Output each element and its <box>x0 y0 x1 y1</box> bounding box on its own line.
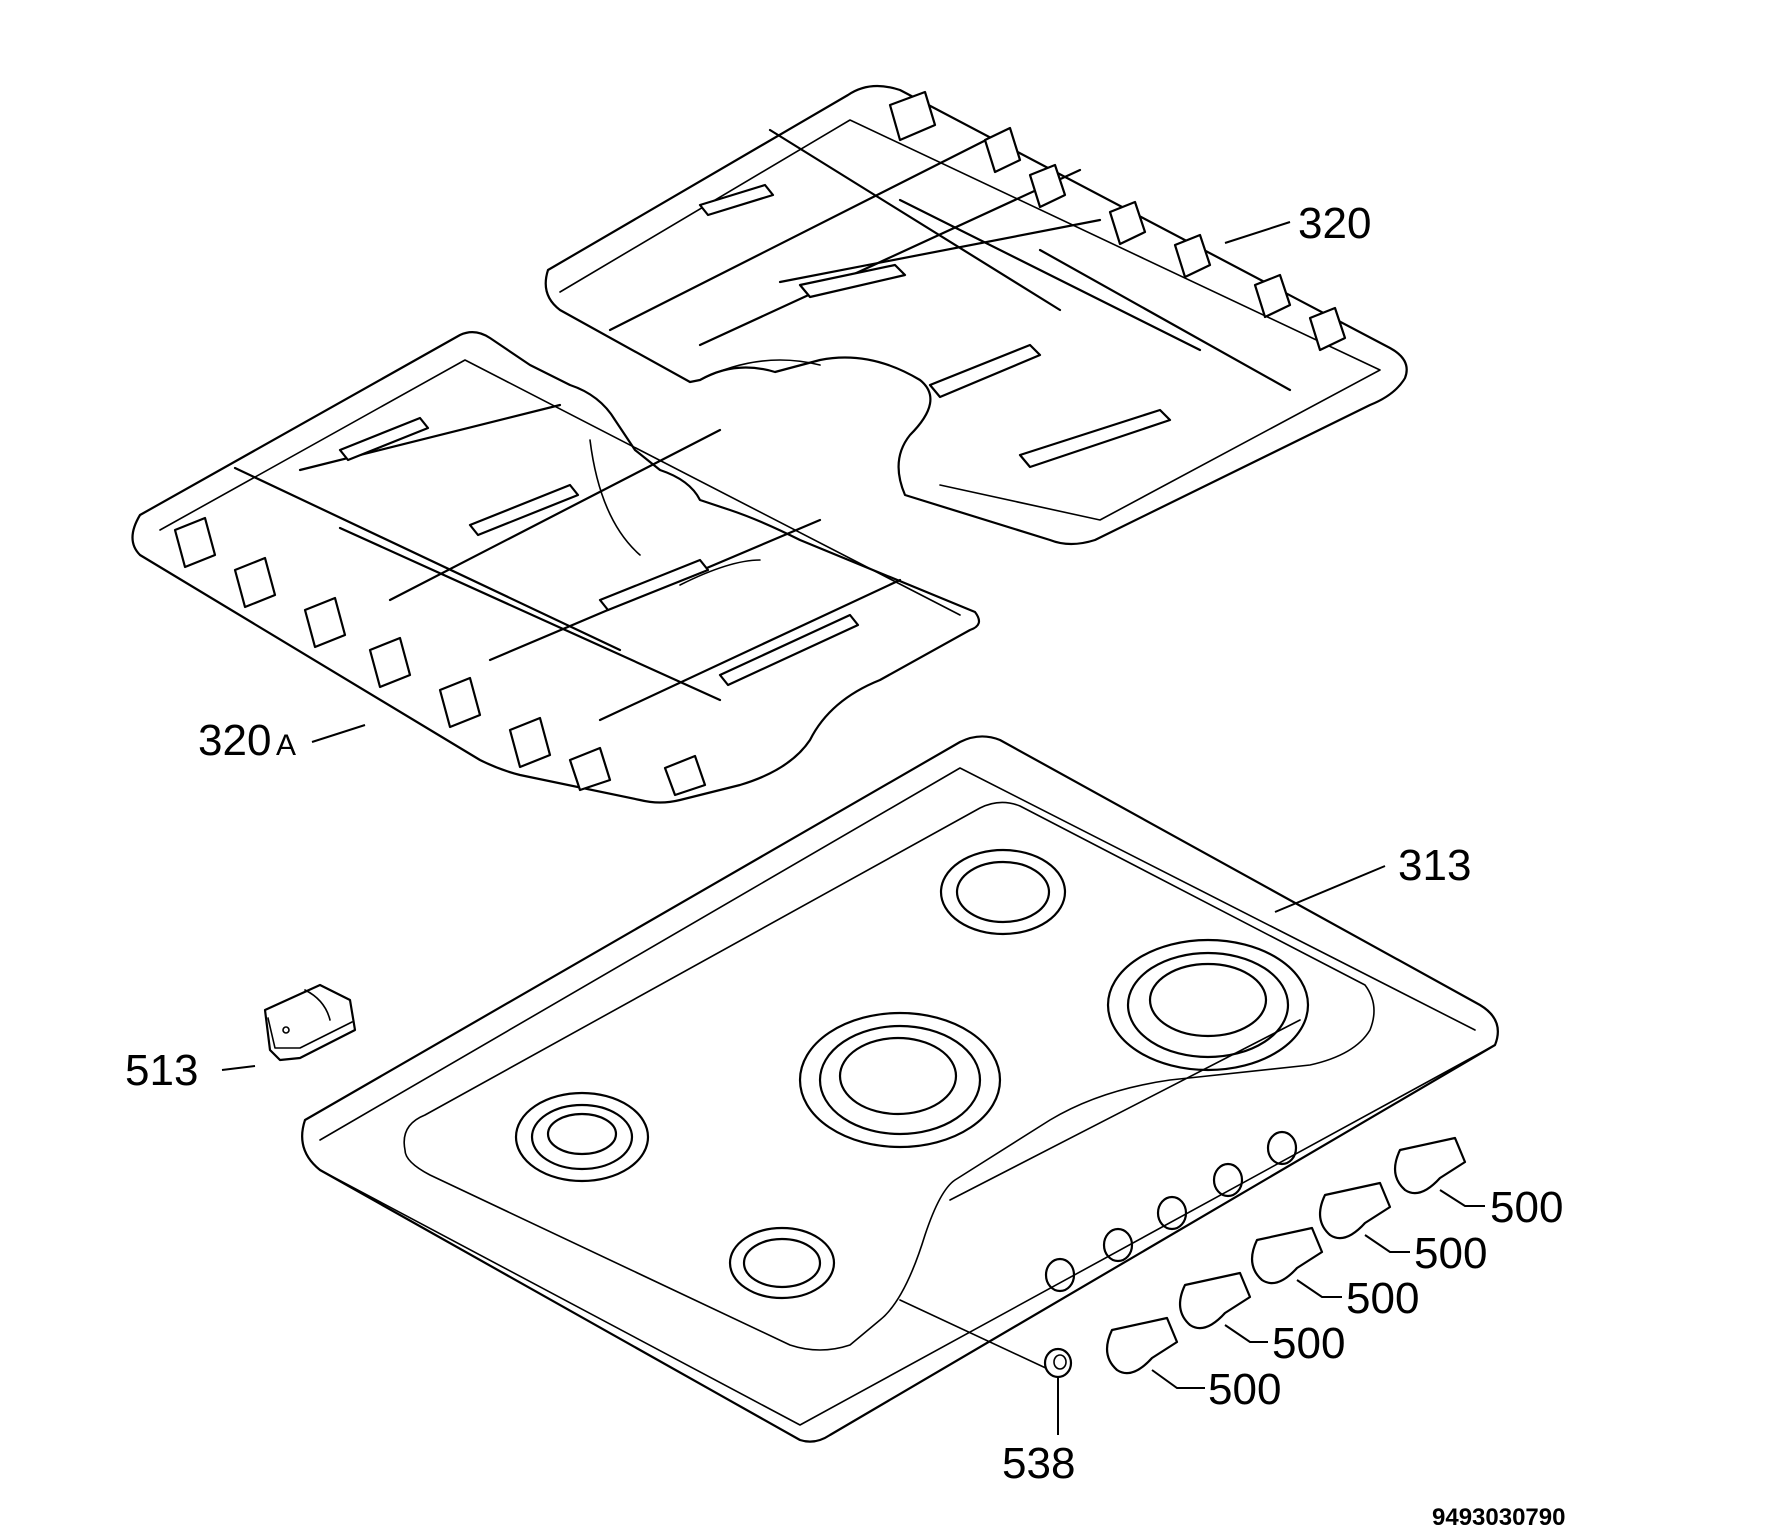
knob-500-4 <box>1178 1271 1252 1330</box>
knob-500-2 <box>1318 1181 1392 1240</box>
label-500-2: 500 <box>1414 1229 1487 1278</box>
burner-front-left <box>514 1091 650 1183</box>
label-500-4: 500 <box>1272 1319 1345 1368</box>
label-320: 320 <box>1298 199 1371 248</box>
burner-rear-center <box>939 848 1067 936</box>
label-513: 513 <box>125 1046 198 1095</box>
leader-lines <box>221 221 1485 1435</box>
spacer-538 <box>1043 1347 1073 1379</box>
burner-rear-right <box>1106 938 1310 1072</box>
label-500-5: 500 <box>1208 1365 1281 1414</box>
label-538: 538 <box>1002 1439 1075 1488</box>
label-313: 313 <box>1398 841 1471 890</box>
burner-center <box>798 1011 1002 1149</box>
pan-support-grid-320 <box>544 84 1408 546</box>
document-number: 9493030790 <box>1432 1504 1565 1531</box>
pan-support-grid-320a <box>131 331 981 804</box>
bracket-513 <box>263 983 357 1062</box>
knob-500-3 <box>1250 1226 1324 1285</box>
label-320a-suffix: A <box>276 729 296 762</box>
hob-top-313 <box>301 735 1499 1443</box>
label-320a-number: 320 <box>198 716 271 765</box>
knob-500-5 <box>1105 1316 1179 1375</box>
knob-500-1 <box>1393 1136 1467 1195</box>
burner-front-center <box>728 1226 836 1300</box>
label-500-1: 500 <box>1490 1183 1563 1232</box>
label-500-3: 500 <box>1346 1274 1419 1323</box>
